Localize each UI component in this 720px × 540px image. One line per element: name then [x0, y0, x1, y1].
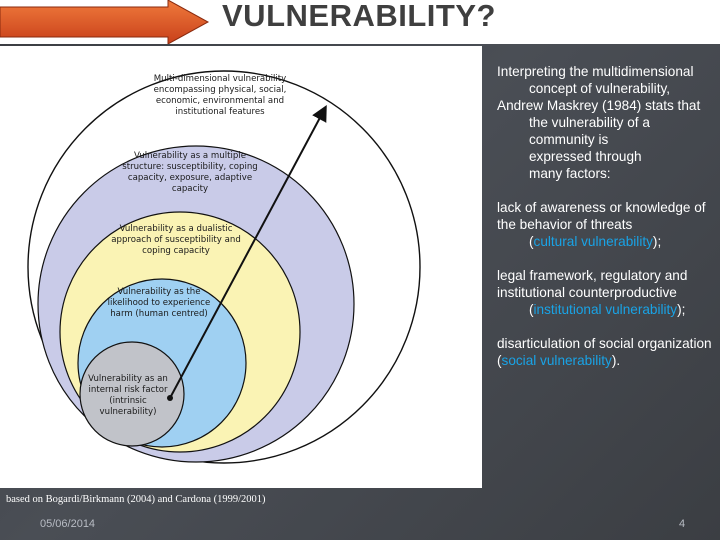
- diagram-panel: Multi-dimensional vulnerability encompas…: [0, 46, 482, 488]
- description-text: Interpreting the multidimensional concep…: [497, 63, 715, 369]
- arrow-origin-dot: [167, 395, 173, 401]
- source-note: based on Bogardi/Birkmann (2004) and Car…: [6, 494, 266, 505]
- close-paren: ).: [611, 353, 621, 368]
- institutional-vulnerability-link[interactable]: institutional vulnerability: [533, 302, 678, 317]
- ring-label-multidimensional: Multi-dimensional vulnerability encompas…: [153, 74, 287, 117]
- ring-label-likelihood: Vulnerability as the likelihood to exper…: [107, 287, 211, 319]
- vulnerability-diagram: [27, 70, 421, 464]
- footer-date: 05/06/2014: [40, 518, 96, 530]
- cultural-factor-tag: (cultural vulnerability);: [497, 233, 715, 250]
- open-paren: (: [497, 353, 502, 368]
- ring-label-multiple-structure: Vulnerability as a multiple structure: s…: [122, 151, 258, 194]
- open-paren: (: [529, 302, 534, 317]
- ring-internal: [79, 341, 185, 447]
- close-paren: );: [677, 302, 686, 317]
- intro-line-2: Andrew Maskrey (1984) stats that the vul…: [497, 98, 701, 147]
- social-vulnerability-link[interactable]: social vulnerability: [501, 353, 612, 368]
- slide-title: VULNERABILITY?: [222, 0, 496, 33]
- institutional-factor-text: legal framework, regulatory and institut…: [497, 268, 688, 300]
- ring-label-dualistic: Vulnerability as a dualistic approach of…: [111, 224, 241, 256]
- social-factor-text: disarticulation of social organization: [497, 336, 712, 351]
- intro-line-1: Interpreting the multidimensional concep…: [497, 64, 694, 96]
- page-number: 4: [679, 518, 686, 530]
- title-arrow-icon: [0, 0, 210, 44]
- ring-label-internal: Vulnerability as an internal risk factor…: [88, 374, 168, 417]
- intro-line-3: expressed through: [529, 149, 642, 164]
- institutional-factor-tag: (institutional vulnerability);: [497, 301, 715, 318]
- diagonal-arrow-icon: [169, 104, 327, 399]
- cultural-factor-text: lack of awareness or knowledge of the be…: [497, 200, 706, 232]
- cultural-vulnerability-link[interactable]: cultural vulnerability: [533, 234, 653, 249]
- close-paren: );: [652, 234, 662, 249]
- open-paren: (: [529, 234, 534, 249]
- social-factor-tag: (social vulnerability).: [497, 352, 715, 369]
- intro-line-4: many factors:: [529, 166, 611, 181]
